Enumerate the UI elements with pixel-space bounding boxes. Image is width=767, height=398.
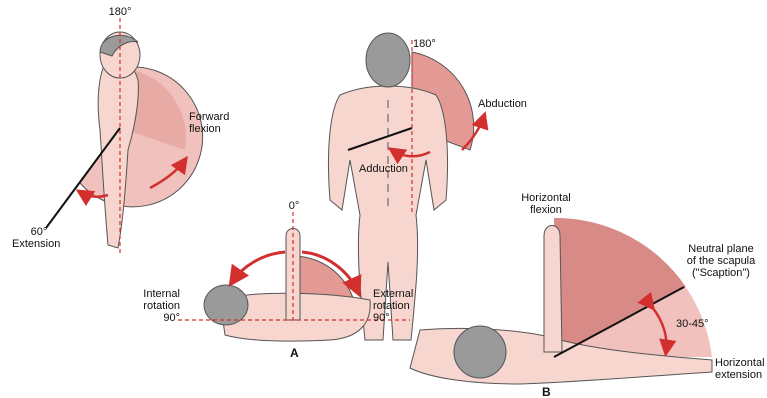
- internal-rotation-arrow: [232, 252, 285, 282]
- side-top-angle: 180°: [104, 6, 136, 18]
- horizontal-figure: [410, 218, 712, 384]
- rotation-top-angle: 0°: [282, 200, 306, 212]
- rotation-head: [204, 285, 248, 325]
- panel-letter-a: A: [290, 346, 299, 360]
- internal-rotation-label: Internal rotation 90°: [126, 288, 180, 324]
- horizontal-arm: [544, 226, 562, 353]
- extension-angle: 60°: [24, 226, 54, 238]
- forward-flexion-label: Forward flexion: [189, 111, 229, 135]
- back-head: [366, 33, 410, 87]
- neutral-plane-label: Neutral plane of the scapula ("Scaption"…: [676, 243, 766, 279]
- horizontal-flexion-label: Horizontal flexion: [514, 192, 578, 216]
- back-top-angle: 180°: [413, 38, 436, 50]
- external-rotation-label: External rotation 90°: [373, 288, 413, 324]
- scaption-angle-label: 30-45°: [676, 318, 709, 330]
- horizontal-extension-label: Horizontal extension: [715, 357, 765, 381]
- extension-label: Extension: [12, 238, 60, 250]
- adduction-label: Adduction: [359, 163, 408, 175]
- side-view-figure: [46, 18, 203, 255]
- abduction-label: Abduction: [478, 98, 527, 110]
- horizontal-head: [454, 326, 506, 378]
- panel-letter-b: B: [542, 385, 551, 398]
